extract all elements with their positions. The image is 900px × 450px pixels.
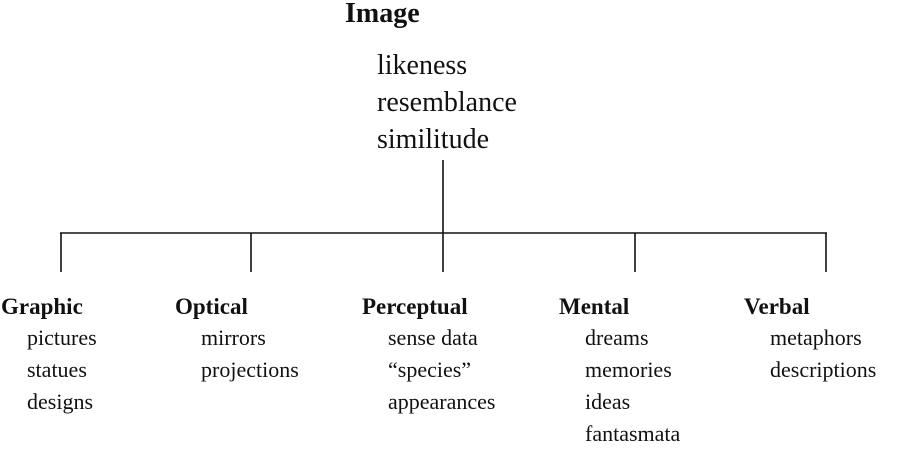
branch-item: memories [585, 357, 672, 382]
branch-name: Verbal [744, 294, 810, 319]
branch-name: Graphic [1, 294, 83, 319]
branch-items: pictures statues designs [1, 322, 97, 418]
branch-item: ideas [585, 389, 631, 414]
branch-item: statues [27, 357, 87, 382]
root-term: resemblance [377, 87, 517, 118]
branch-items: metaphors descriptions [744, 322, 876, 386]
branch-item: pictures [27, 325, 97, 350]
branch-items: mirrors projections [175, 322, 299, 386]
branch-item: projections [201, 357, 299, 382]
branch-item: dreams [585, 325, 649, 350]
branch-item: mirrors [201, 325, 266, 350]
branch-item: appearances [388, 389, 496, 414]
branch-item: descriptions [770, 357, 877, 382]
branch-verbal: Verbal metaphors descriptions [744, 292, 876, 386]
root-title: Image [345, 0, 420, 29]
branch-items: sense data “species” appearances [362, 322, 495, 418]
branch-item: fantasmata [585, 421, 681, 446]
root-term: similitude [377, 124, 489, 155]
branch-item: designs [27, 389, 93, 414]
branch-name: Perceptual [362, 294, 468, 319]
branch-optical: Optical mirrors projections [175, 292, 299, 386]
branch-items: dreams memories ideas fantasmata [559, 322, 680, 450]
branch-mental: Mental dreams memories ideas fantasmata [559, 292, 680, 450]
root-term: likeness [377, 50, 468, 81]
branch-item: “species” [388, 357, 472, 382]
branch-graphic: Graphic pictures statues designs [1, 292, 97, 418]
branch-name: Mental [559, 294, 630, 319]
root-terms: likeness resemblance similitude [377, 47, 517, 158]
branch-item: metaphors [770, 325, 862, 350]
branch-name: Optical [175, 294, 248, 319]
branch-item: sense data [388, 325, 478, 350]
branch-perceptual: Perceptual sense data “species” appearan… [362, 292, 495, 418]
